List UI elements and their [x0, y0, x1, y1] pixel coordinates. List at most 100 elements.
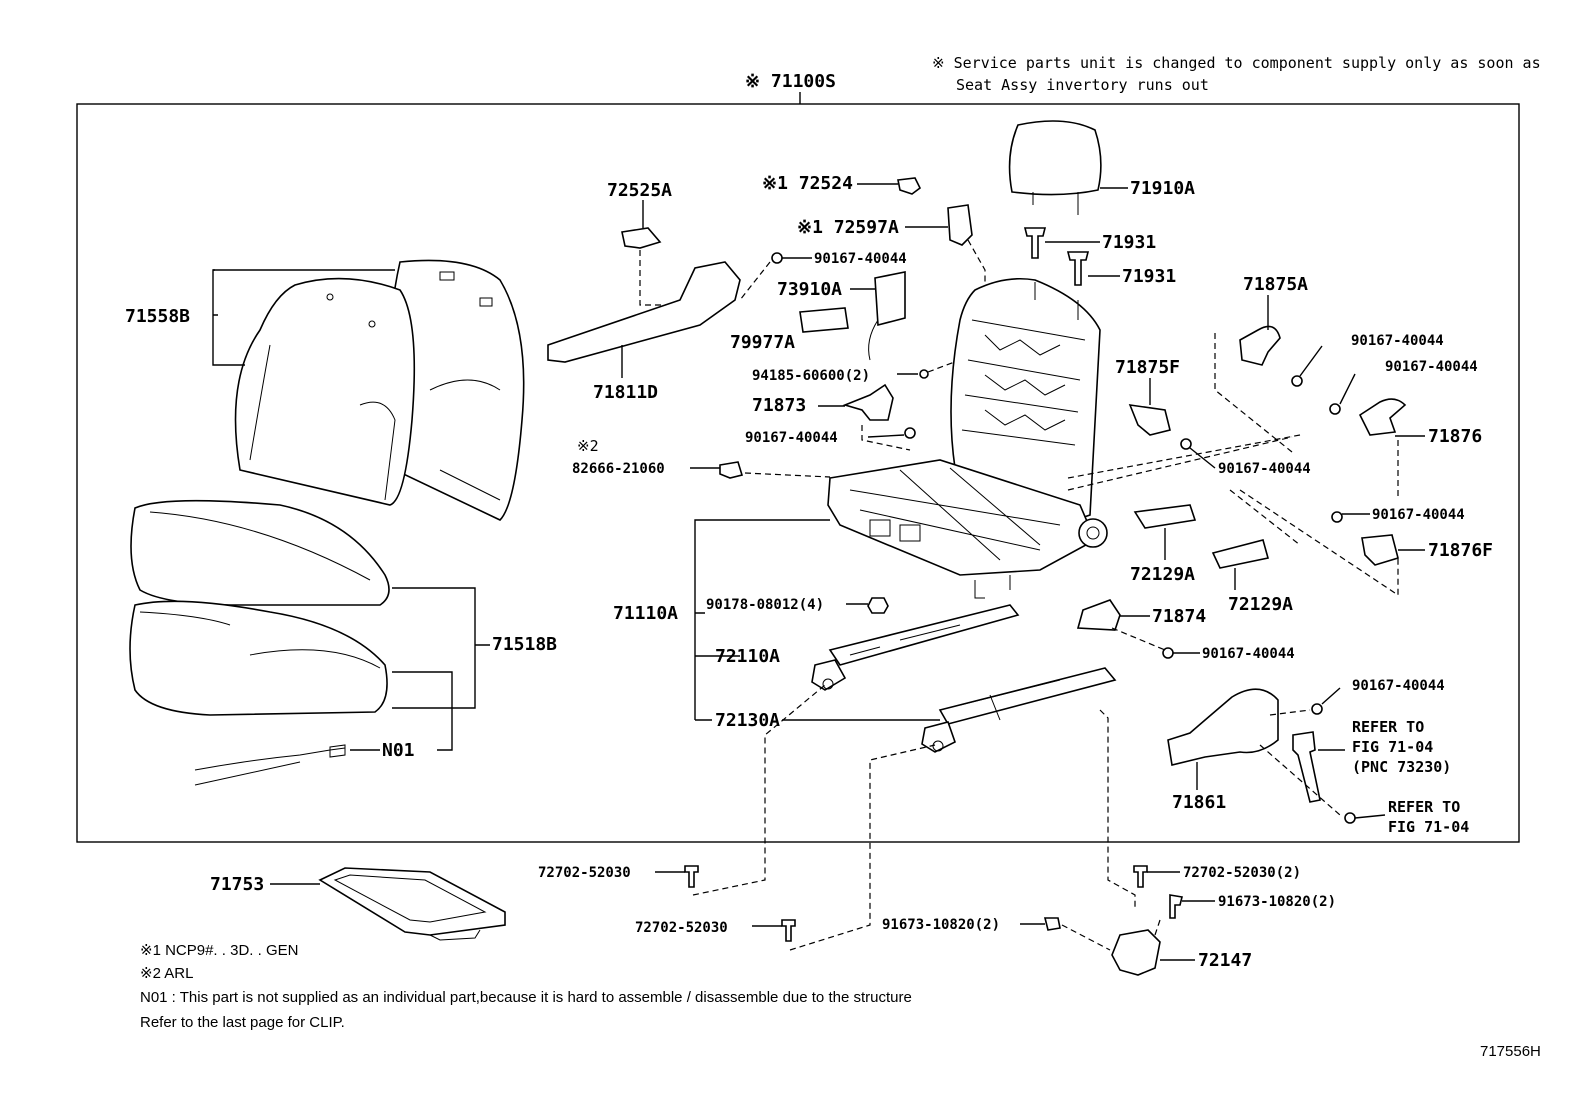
dash-71875F: [1067, 434, 1301, 491]
label-72147: 72147: [1198, 950, 1252, 971]
leader-90167h: [1321, 687, 1341, 705]
recliner-cover-part: [547, 261, 741, 363]
label-90167d: 90167-40044: [1385, 359, 1478, 375]
label-90167b: 90167-40044: [745, 430, 838, 446]
sensor-73910A-part: [874, 271, 906, 327]
label-N01: N01: [382, 740, 415, 761]
dash-82666: [744, 472, 831, 478]
dash-72702c: [789, 744, 936, 951]
label-71875F: 71875F: [1115, 357, 1180, 378]
cover-71875F-part: [1128, 404, 1171, 436]
label-72130A: 72130A: [715, 710, 780, 731]
service-note-line2: Seat Assy invertory runs out: [956, 76, 1209, 94]
footnote-4: Refer to the last page for CLIP.: [140, 1014, 345, 1031]
dash-72525A: [639, 250, 680, 306]
diagram-id: 717556H: [1480, 1043, 1541, 1060]
label-90167e: 90167-40044: [1218, 461, 1311, 477]
headrest-guide-part: [1023, 227, 1090, 286]
seat-track-72110A-part: [811, 604, 1020, 691]
footnote-3: N01 : This part is not supplied as an in…: [140, 989, 912, 1006]
seat-track-72130A-part: [921, 667, 1117, 753]
dash-72597A: [967, 239, 986, 290]
label-71861: 71861: [1172, 792, 1226, 813]
seat-cushion-cover-part: [129, 499, 390, 716]
bolt-72702b-part: [1133, 865, 1148, 888]
label-71518B: 71518B: [492, 634, 557, 655]
bolt-h-part: [1311, 703, 1323, 715]
label-91673b: 91673-10820(2): [1218, 894, 1336, 910]
label-90167g: 90167-40044: [1202, 646, 1295, 662]
bracket-71875A-part: [1239, 325, 1281, 366]
buckle-part: [1292, 731, 1321, 803]
bolt-d-part: [1329, 403, 1341, 415]
cover-71876F-part: [1361, 534, 1399, 566]
dash-72702b: [1099, 709, 1136, 910]
label-90167c: 90167-40044: [1351, 333, 1444, 349]
label-71910A: 71910A: [1130, 178, 1195, 199]
service-note-line1: ※ Service parts unit is changed to compo…: [932, 54, 1541, 72]
shield-71861-part: [1167, 688, 1279, 766]
seat-frame-part: [827, 277, 1108, 599]
label-73910A: 73910A: [777, 279, 842, 300]
nut-90178-part: [867, 597, 889, 614]
bolt-b-part: [904, 427, 916, 439]
leader-90167c: [1299, 345, 1323, 377]
label-72110A: 72110A: [715, 646, 780, 667]
cover-72129A-a-part: [1133, 504, 1197, 529]
bolt-72702c-part: [781, 919, 796, 942]
label-71558B: 71558B: [125, 306, 190, 327]
bolt-a-part: [771, 252, 783, 264]
cover-72597A-part: [947, 204, 973, 246]
heater-wire-part: [194, 747, 346, 786]
nut-94185-part: [919, 369, 929, 379]
assembly-frame: [76, 103, 1520, 843]
label-90167f: 90167-40044: [1372, 507, 1465, 523]
dash-90167c: [1214, 333, 1293, 453]
sensor-wire-part: [868, 319, 879, 361]
seatback-cover-part: [234, 259, 525, 521]
refer1-line3: (PNC 73230): [1352, 758, 1451, 776]
label-sheet-part: [799, 307, 849, 333]
bracket-72147-part: [1111, 929, 1161, 976]
bolt-e-part: [1180, 438, 1192, 450]
label-72129A-a: 72129A: [1130, 564, 1195, 585]
label-72702c: 72702-52030: [635, 920, 728, 936]
bolt-72702a-part: [684, 865, 699, 888]
label-91673a: 91673-10820(2): [882, 917, 1000, 933]
clip-72525A-part: [621, 227, 662, 249]
refer1-line1: REFER TO: [1352, 718, 1424, 736]
dash-90167b: [861, 425, 911, 451]
headrest-part: [1008, 120, 1102, 215]
bolt-refer2-part: [1344, 812, 1356, 824]
leader-90167b: [867, 434, 905, 438]
bolt-f-part: [1331, 511, 1343, 523]
label-90167a: 90167-40044: [814, 251, 907, 267]
bracket-71873-part: [842, 383, 894, 421]
leader-N01: [350, 671, 453, 751]
bolt-91673a-part: [1043, 917, 1061, 931]
label-72702b: 72702-52030(2): [1183, 865, 1301, 881]
label-71110A: 71110A: [613, 603, 678, 624]
label-71876F: 71876F: [1428, 540, 1493, 561]
label-71931a: 71931: [1102, 232, 1156, 253]
label-72524: ※1 72524: [762, 173, 853, 194]
label-71875A: 71875A: [1243, 274, 1308, 295]
cover-72129A-b-part: [1211, 539, 1269, 569]
label-71873: 71873: [752, 395, 806, 416]
bracket-71876-part: [1358, 398, 1407, 436]
dash-90167a: [739, 261, 771, 301]
clip-72524-part: [897, 177, 922, 195]
dash-71861: [1269, 709, 1311, 716]
bracket-71874-part: [1076, 599, 1121, 631]
label-72129A-b: 72129A: [1228, 594, 1293, 615]
label-72597A: ※1 72597A: [797, 217, 899, 238]
bolt-g-part: [1162, 647, 1174, 659]
heater-connector-part: [329, 744, 346, 758]
label-71876: 71876: [1428, 426, 1482, 447]
label-71931b: 71931: [1122, 266, 1176, 287]
dash-71876: [1229, 440, 1399, 546]
leader-refer2: [1354, 814, 1386, 819]
label-79977A: 79977A: [730, 332, 795, 353]
assembly-label: ※ 71100S: [745, 71, 836, 92]
